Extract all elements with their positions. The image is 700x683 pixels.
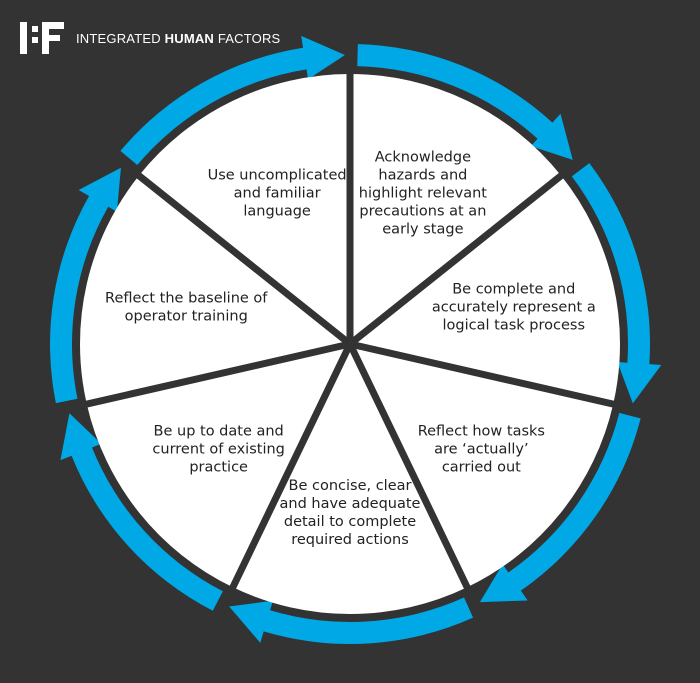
brand-name: INTEGRATED HUMAN FACTORS [76,31,280,46]
segment-label-line: practice [189,460,248,476]
segment-label-line: logical task process [443,318,585,334]
segment-wedge [232,344,468,614]
cycle-arrow [571,163,662,404]
brand-name-tail: FACTORS [217,30,281,46]
cycle-arrow [49,167,121,404]
brand-name-light: INTEGRATED [76,30,161,46]
segment-label-line: and have adequate [280,496,421,512]
segment-label-line: Reflect how tasks [418,424,545,440]
segment-divider [100,144,353,347]
brand-name-bold: HUMAN [164,30,215,46]
segment-label-line: Be complete and [452,282,575,298]
segment-label-line: precautions at an [359,204,486,220]
segment-label-line: language [243,204,311,220]
segment-label-line: accurately represent a [432,300,596,316]
cycle-arrows [49,35,662,644]
segment-label: Acknowledge hazards and highlight relevant… [359,150,488,238]
segment-label-line: early stage [382,222,463,238]
segment-label-line: carried out [442,460,521,476]
cycle-arrow [229,597,474,644]
segment-wedge [80,175,351,405]
segment-label-line: required actions [291,532,409,548]
segment-label-line: and familiar [234,186,321,202]
segment-label: Reflect the baseline of operator training [105,291,268,325]
segment-label-line: highlight relevant [359,186,488,202]
segment-label: Be concise, clear and have adequate detail… [280,478,421,548]
brand-logo: INTEGRATED HUMAN FACTORS [20,22,280,54]
segment-wedge [350,344,614,588]
segment-wedge [350,175,620,405]
segment-wedge [138,74,350,344]
segment-divider [41,340,351,418]
segment-label: Reflect how tasks are ‘actually’ carried o… [418,424,545,476]
segment-label: Be up to date and current of existing prac… [152,424,284,476]
segment-dividers [41,28,659,631]
cycle-arrow [60,413,223,611]
segment-label-line: are ‘actually’ [434,442,529,458]
segment-labels: Acknowledge hazards and highlight relevant… [105,150,596,548]
segment-label: Use uncomplicated and familiar language [208,168,347,220]
segment-label-line: Be concise, clear [289,478,412,494]
center-hub [345,339,355,349]
segment-label-line: hazards and [378,168,467,184]
cycle-arrow [120,35,345,166]
segment-label-line: operator training [125,309,248,325]
segment-label-line: Acknowledge [375,150,471,166]
segment-label: Be complete and accurately represent a log… [432,282,596,334]
segment-divider [349,340,659,418]
cycle-arrow [479,412,641,603]
segment-divider [209,342,354,631]
segment-wedge [86,344,350,588]
cycle-arrow [357,44,573,160]
segment-label-line: Be up to date and [154,424,284,440]
segment-divider [346,342,491,631]
segment-label-line: Use uncomplicated [208,168,347,184]
segment-label-line: Reflect the baseline of [105,291,268,307]
segment-wedge [350,74,562,344]
segment-divider [347,144,600,347]
segment-label-line: detail to complete [284,514,416,530]
cycle-segments [80,74,620,614]
segment-label-line: current of existing [152,442,284,458]
brand-mark-icon [20,22,66,54]
